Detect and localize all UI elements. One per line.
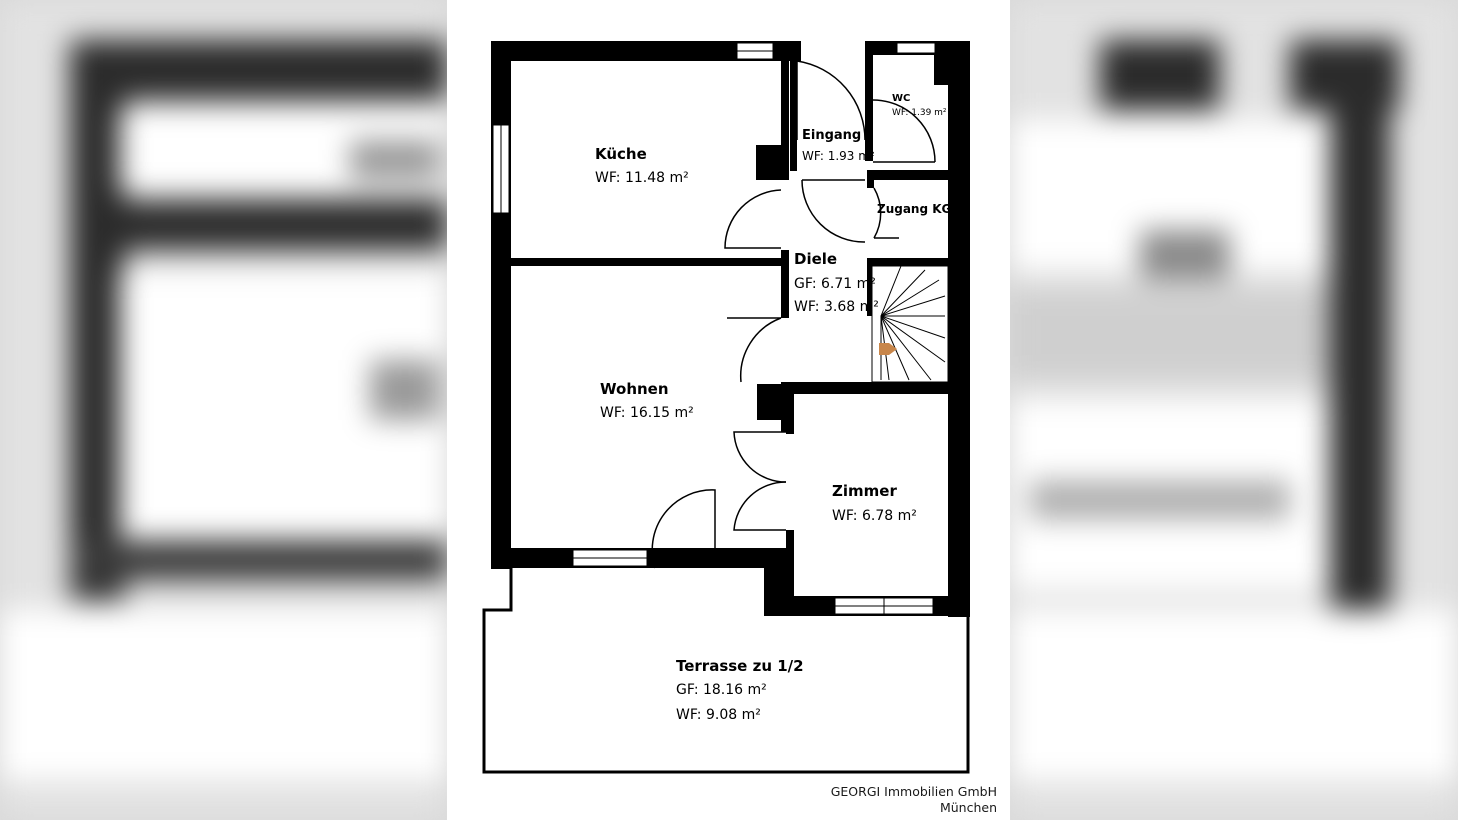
door-terrace <box>651 489 716 569</box>
wall-zimmer-left-2 <box>786 530 794 616</box>
room-name-kueche: Küche <box>595 145 647 163</box>
room-area-zimmer: WF: 6.78 m² <box>832 508 917 524</box>
terrace-outline <box>482 568 970 774</box>
door-entrance <box>796 60 866 141</box>
room-name-zugang: Zugang KG <box>877 202 952 216</box>
wall-zugang-left <box>867 170 874 188</box>
stair-arrow <box>879 343 897 355</box>
wall-stair-left <box>867 266 872 316</box>
room-name-diele: Diele <box>794 250 838 268</box>
staircase <box>871 265 949 383</box>
door-zimmer-2 <box>733 481 787 531</box>
blurred-background-right <box>1010 0 1458 820</box>
wall-zugang-bottom <box>867 258 948 266</box>
room-name-wohnen: Wohnen <box>600 380 669 398</box>
door-diele <box>801 179 866 243</box>
floorplan-panel: Küche WF: 11.48 m² Eingang WF: 1.93 m² W… <box>447 0 1010 820</box>
room-area-kueche: WF: 11.48 m² <box>595 170 689 186</box>
wall-wc-left <box>865 41 873 161</box>
wall-column-1 <box>756 145 789 180</box>
credit-city: München <box>939 800 997 815</box>
room-area-wc: WF: 1.39 m² <box>892 108 947 118</box>
wall-eingang-left <box>790 61 797 171</box>
wall-left <box>491 41 511 569</box>
wall-wc-column <box>934 55 948 85</box>
room-area-diele-wf: WF: 3.68 m² <box>794 299 879 315</box>
room-area-eingang: WF: 1.93 m² <box>802 149 875 163</box>
room-area-terrasse-wf: WF: 9.08 m² <box>676 707 761 723</box>
wall-top-left <box>491 41 801 61</box>
blurred-floorplan-left <box>0 0 447 820</box>
floorplan-drawing <box>482 41 970 774</box>
room-area-terrasse-gf: GF: 18.16 m² <box>676 682 767 698</box>
door-kitchen <box>724 189 782 249</box>
wall-zimmer-top <box>789 382 948 394</box>
window-wc-top <box>896 42 936 54</box>
blurred-background-left <box>0 0 447 820</box>
wall-zugang-top <box>867 170 948 180</box>
room-name-wc: WC <box>892 93 911 104</box>
wall-living-right <box>781 416 789 432</box>
room-name-eingang: Eingang <box>802 128 862 143</box>
credit-company: GEORGI Immobilien GmbH <box>830 784 997 799</box>
wall-right <box>948 41 970 617</box>
room-name-terrasse: Terrasse zu 1/2 <box>676 657 804 675</box>
room-area-wohnen: WF: 16.15 m² <box>600 405 694 421</box>
blurred-floorplan-right <box>1010 0 1458 820</box>
door-zugang <box>873 187 882 239</box>
door-zimmer-1 <box>733 431 787 483</box>
wall-kitchen-living <box>511 258 789 266</box>
wall-diele-left <box>781 250 789 318</box>
wall-zimmer-left <box>786 394 794 434</box>
door-wc <box>872 99 936 163</box>
wall-kitchen-right <box>781 61 789 151</box>
room-name-zimmer: Zimmer <box>832 482 897 500</box>
wall-column-2 <box>757 384 789 420</box>
door-living-top <box>739 317 782 383</box>
room-area-diele-gf: GF: 6.71 m² <box>794 276 876 292</box>
